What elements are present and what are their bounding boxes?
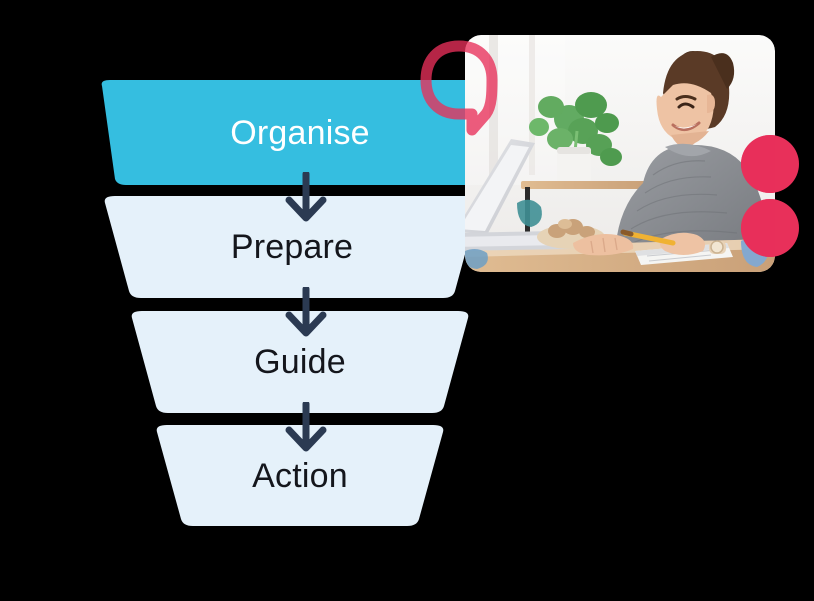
hero-photo <box>465 35 775 272</box>
funnel-stage-organise-shape <box>101 80 499 185</box>
funnel-stage-prepare-label: Prepare <box>230 228 354 266</box>
funnel-stage-action[interactable]: Action <box>155 425 445 526</box>
speech-bubble-icon <box>420 40 498 136</box>
arrow-prepare-to-guide <box>285 287 327 337</box>
hero-photo-illustration <box>465 35 775 272</box>
arrow-organise-to-prepare <box>285 172 327 222</box>
funnel-stage-guide-shape <box>131 311 469 413</box>
funnel-stage-organise-label: Organise <box>230 113 370 152</box>
funnel-graphic: Organise Prepare Guide Action <box>100 80 500 526</box>
funnel-stage-guide-label: Guide <box>254 343 346 381</box>
arrow-guide-to-action <box>285 402 327 452</box>
funnel-stage-prepare[interactable]: Prepare <box>103 196 481 298</box>
funnel-stage-action-shape <box>156 425 444 526</box>
funnel-stage-organise[interactable]: Organise <box>100 80 500 185</box>
funnel-stage-action-label: Action <box>252 456 348 495</box>
funnel-stage-prepare-shape <box>104 196 480 298</box>
funnel-stage-guide[interactable]: Guide <box>130 311 470 413</box>
